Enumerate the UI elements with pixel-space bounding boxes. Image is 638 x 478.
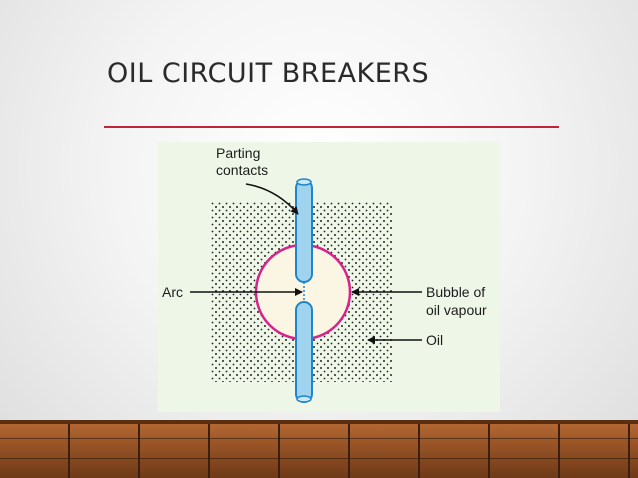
wooden-floor-decoration — [0, 420, 638, 478]
upper-contact — [295, 178, 313, 283]
parting-contacts-arrow — [245, 183, 299, 215]
parting-contacts-label-line2: contacts — [216, 162, 268, 178]
bubble-label-line1: Bubble of — [426, 284, 485, 300]
parting-contacts-label-line1: Parting — [216, 145, 260, 161]
title-underline — [104, 126, 559, 128]
arc-label: Arc — [162, 284, 183, 300]
oil-circuit-breaker-diagram: Parting contacts Arc Bubble of oil vapou… — [158, 142, 500, 412]
lower-contact — [295, 301, 313, 403]
slide-title: OIL CIRCUIT BREAKERS — [107, 58, 430, 89]
bubble-label-line2: oil vapour — [426, 302, 487, 318]
oil-label: Oil — [426, 332, 443, 348]
